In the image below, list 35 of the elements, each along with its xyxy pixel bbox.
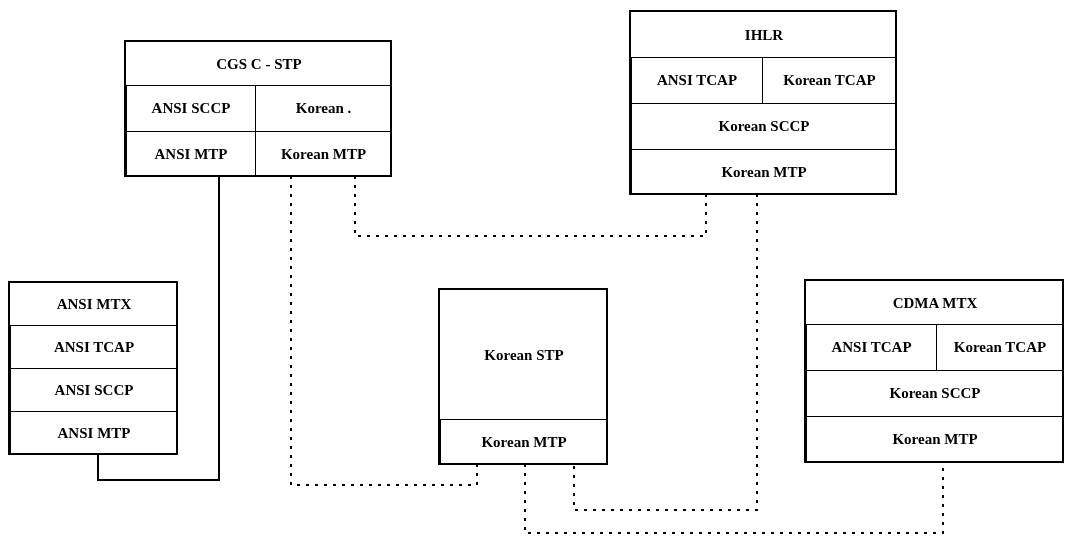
layer-label: Korean MTP bbox=[892, 431, 978, 448]
layer-label: ANSI SCCP bbox=[151, 100, 231, 117]
layer-label: Korean TCAP bbox=[783, 72, 876, 89]
protocol-stack-box bbox=[8, 281, 178, 455]
layer-label: ANSI MTP bbox=[154, 145, 228, 163]
layer-label: ANSI TCAP bbox=[53, 338, 135, 356]
protocol-layer-cell bbox=[10, 325, 178, 369]
stack-title: ANSI MTX bbox=[56, 296, 132, 313]
stack-title: Korean STP bbox=[484, 346, 564, 364]
protocol-layer-cell bbox=[631, 57, 763, 104]
protocol-stack-box bbox=[804, 279, 1064, 463]
protocol-stack-box bbox=[124, 40, 392, 177]
connector-line bbox=[290, 175, 478, 486]
stack-title: CGS C - STP bbox=[216, 55, 302, 73]
protocol-layer-cell bbox=[806, 324, 937, 371]
layer-label: ANSI SCCP bbox=[54, 381, 134, 399]
layer-label: Korean SCCP bbox=[718, 118, 810, 135]
connector-line bbox=[354, 175, 707, 237]
protocol-stack-box bbox=[438, 288, 608, 465]
connector-line bbox=[573, 193, 758, 511]
protocol-stack-box bbox=[629, 10, 897, 195]
layer-label: ANSI TCAP bbox=[831, 339, 912, 356]
layer-label: Korean TCAP bbox=[953, 339, 1047, 356]
stack-title: CDMA MTX bbox=[892, 294, 978, 312]
layer-label: Korean MTP bbox=[280, 145, 367, 163]
layer-label: Korean MTP bbox=[481, 433, 567, 451]
protocol-layer-cell bbox=[126, 85, 256, 132]
layer-label: Korean MTP bbox=[721, 163, 807, 181]
layer-label: Korean SCCP bbox=[889, 385, 981, 402]
stack-title: IHLR bbox=[744, 26, 784, 44]
connector-line bbox=[97, 175, 220, 481]
layer-label: ANSI MTP bbox=[57, 424, 131, 442]
layer-label: ANSI TCAP bbox=[656, 72, 738, 89]
layer-label: Korean . bbox=[295, 100, 352, 117]
protocol-layer-cell bbox=[440, 419, 608, 465]
